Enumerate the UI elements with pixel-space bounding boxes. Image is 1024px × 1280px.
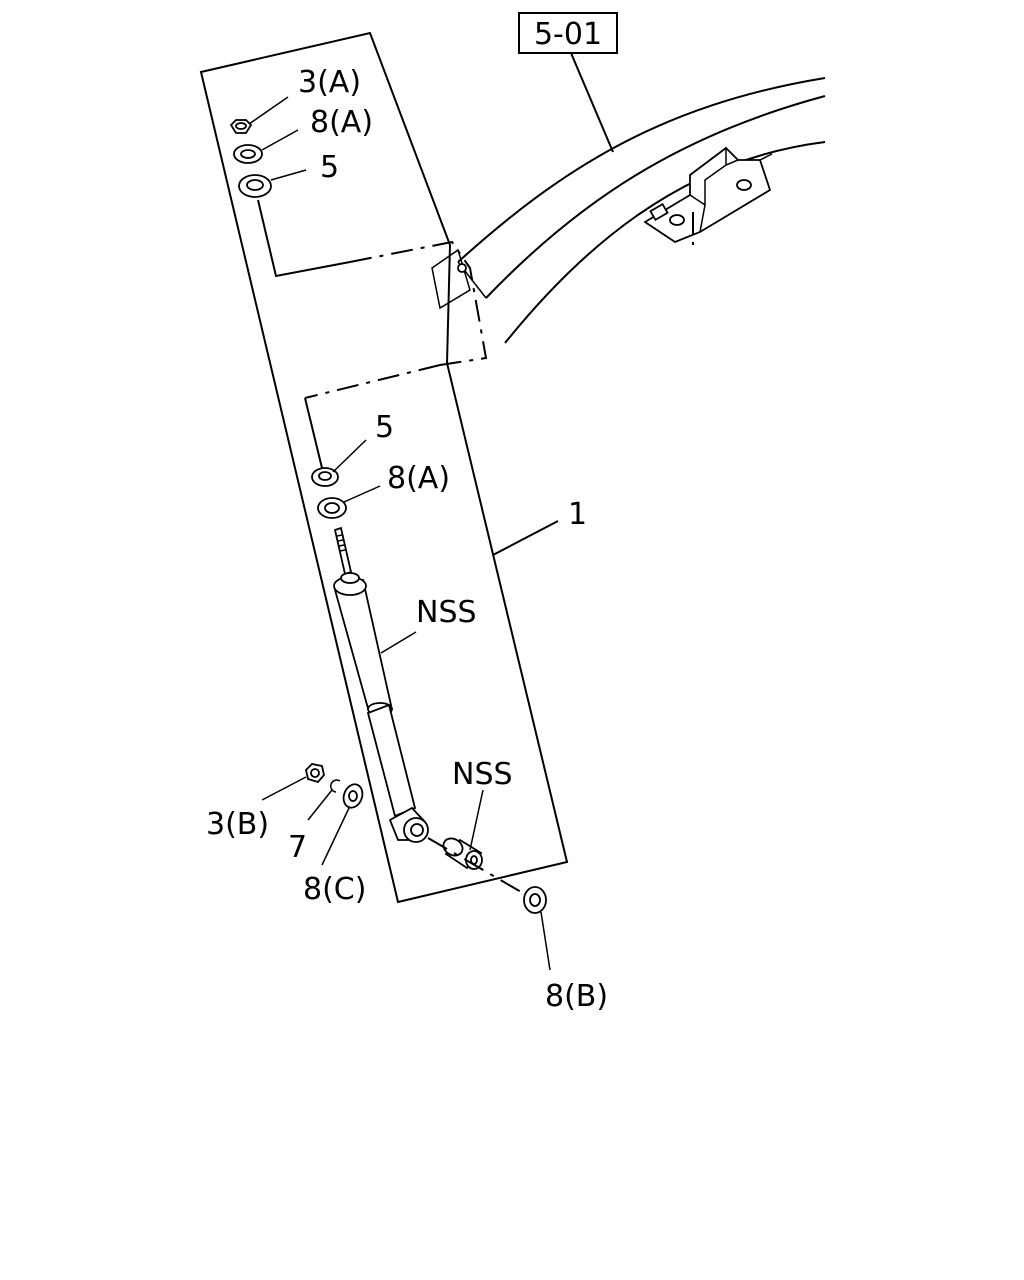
reference-box[interactable]: 5-01: [518, 12, 618, 54]
washer-8a-top[interactable]: [233, 144, 263, 164]
bushing-5-mid[interactable]: [311, 467, 339, 487]
label-clip-7: 7: [288, 830, 307, 865]
reference-leader-line: [570, 52, 614, 153]
lower-bushing-nss[interactable]: [440, 835, 483, 870]
mid-group-bracket: [304, 397, 323, 469]
nut-3a[interactable]: [229, 119, 253, 134]
washer-8b[interactable]: [523, 886, 547, 914]
label-washer-8c: 8(C): [303, 872, 366, 907]
washer-8c[interactable]: [340, 782, 365, 811]
label-assembly: 1: [568, 497, 587, 532]
clip-7[interactable]: [330, 779, 341, 793]
label-washer-8a-top: 8(A): [310, 105, 373, 140]
label-washer-8b: 8(B): [545, 979, 608, 1014]
label-nut-3b: 3(B): [206, 807, 269, 842]
label-nut-3a: 3(A): [298, 65, 361, 100]
bushing-5-top[interactable]: [238, 174, 272, 198]
upper-dash-line: [349, 240, 488, 366]
lower-bolt-axis: [427, 837, 529, 897]
mid-dash-line: [304, 364, 441, 399]
upper-group-bracket: [257, 199, 351, 278]
frame-rail: [431, 77, 826, 344]
label-washer-8a-mid: 8(A): [387, 461, 450, 496]
label-bushing-5-top: 5: [320, 150, 339, 185]
assembly-leader: [492, 520, 559, 556]
reference-box-label: 5-01: [534, 17, 602, 52]
washer-8a-mid[interactable]: [317, 497, 347, 519]
label-nss-lower: NSS: [452, 757, 513, 792]
nut-3b[interactable]: [305, 763, 325, 784]
label-bushing-5-mid: 5: [375, 410, 394, 445]
shock-absorber[interactable]: [333, 526, 429, 843]
label-nss-upper: NSS: [416, 595, 477, 630]
